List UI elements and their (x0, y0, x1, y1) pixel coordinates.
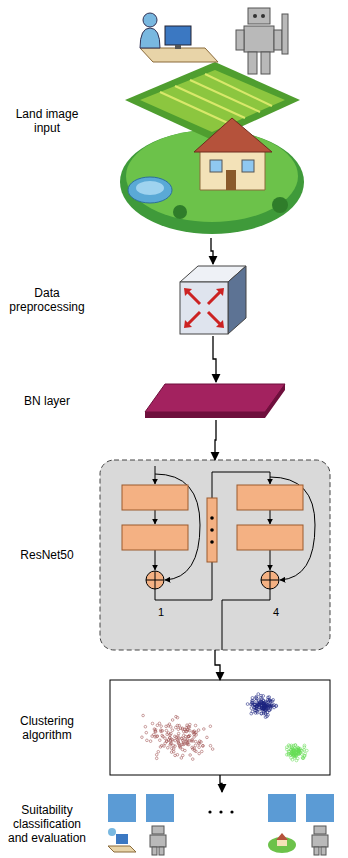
flow-arrow (213, 336, 216, 382)
stage-label: Suitability classification and evaluatio… (2, 803, 92, 845)
flow-arrow (215, 650, 220, 680)
stage-label: Clustering algorithm (2, 714, 92, 742)
preprocessing-cube (180, 266, 246, 334)
stage-label: BN layer (2, 394, 92, 408)
resnet-node: ResNet50 (100, 460, 330, 650)
stage-label: ResNet50 (2, 548, 92, 562)
land-illustration (120, 8, 304, 234)
flow-arrow (215, 420, 216, 460)
stage-label: Data preprocessing (2, 286, 92, 314)
result-icons (108, 794, 334, 855)
flow-arrow (211, 238, 213, 264)
callout-number: 1 (158, 606, 164, 618)
bn-layer-slab (145, 384, 285, 418)
scatter-points (141, 693, 309, 762)
preprocessing-node: Data preprocessing (178, 264, 248, 336)
result-node: Suitability classification and evaluatio… (106, 792, 338, 856)
clustering-node: Clustering algorithm (110, 680, 330, 775)
bn-layer-node: BN layer (145, 382, 287, 420)
callout-number: 4 (273, 606, 279, 618)
stage-label: Land image input (2, 107, 92, 135)
cluster-plot (110, 680, 330, 775)
resnet-block (100, 460, 330, 650)
image-node: Land image input (120, 4, 302, 238)
flow-arrow (220, 775, 222, 792)
